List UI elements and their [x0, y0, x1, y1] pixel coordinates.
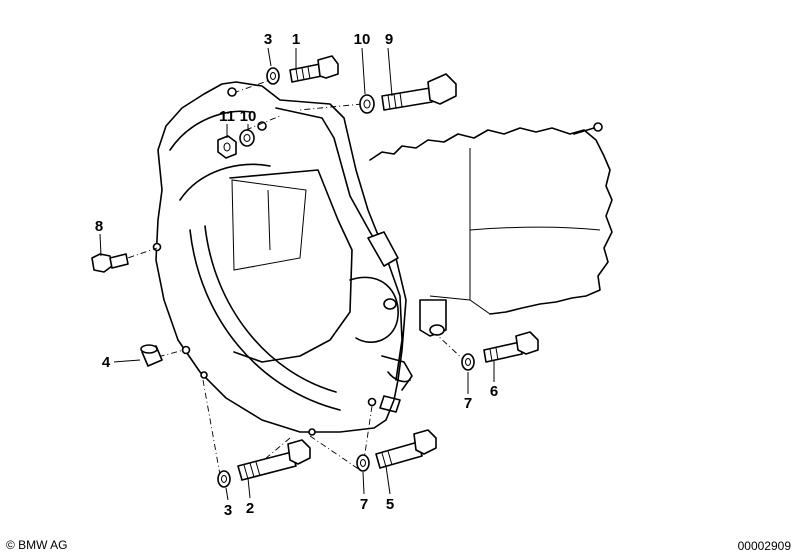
callout-labels: 1 3 10 9 11 10 8 4 7 6 3 2 7 5	[95, 31, 498, 519]
copyright-text: © BMW AG	[6, 538, 68, 552]
washer-part-10-mid	[239, 129, 255, 147]
bell-housing	[152, 81, 413, 436]
callout-1: 1	[292, 31, 300, 48]
callout-2: 2	[246, 500, 254, 517]
callout-7-bottom: 7	[360, 496, 368, 513]
callout-11: 11	[219, 108, 235, 125]
bolt-part-5	[375, 429, 437, 469]
bolt-part-1	[289, 55, 339, 83]
leader-lines	[99, 47, 495, 501]
callout-8: 8	[95, 218, 103, 235]
nut-part-11	[217, 135, 237, 159]
washer-part-10-top	[359, 94, 375, 114]
callout-10-top: 10	[354, 31, 371, 48]
washer-part-3-top	[266, 67, 280, 85]
callout-5: 5	[386, 496, 394, 513]
callout-3-top: 3	[264, 31, 272, 48]
callout-3-bottom: 3	[224, 502, 232, 519]
bolt-part-2	[237, 439, 311, 481]
diagram-part-number: 00002909	[737, 539, 791, 553]
callout-6: 6	[490, 383, 498, 400]
washer-part-7-right	[461, 353, 475, 371]
callout-10-mid: 10	[240, 108, 257, 125]
bolt-part-6	[483, 331, 539, 363]
gearbox-housing	[369, 122, 613, 337]
callout-9: 9	[385, 31, 393, 48]
callout-4: 4	[102, 354, 111, 371]
washer-part-3-bottom	[217, 470, 231, 488]
bolt-part-9	[381, 73, 457, 111]
centre-lines	[115, 77, 467, 487]
dowel-part-4	[140, 344, 163, 367]
callout-7-right: 7	[464, 395, 472, 412]
washer-part-7-bottom	[356, 454, 370, 472]
bolt-part-8	[91, 253, 129, 273]
